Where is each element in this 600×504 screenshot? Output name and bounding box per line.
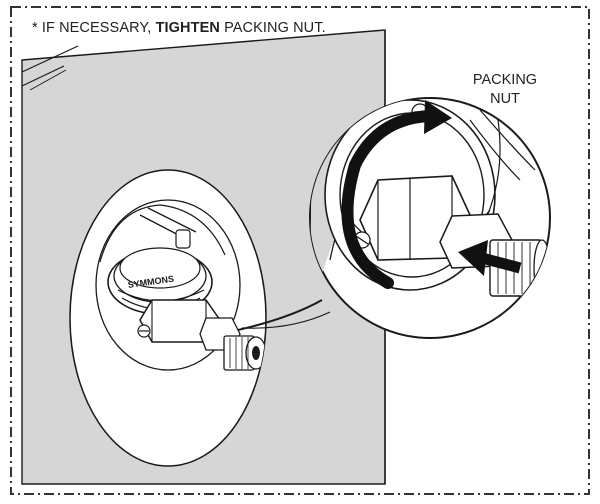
instruction-emphasis: TIGHTEN — [155, 20, 220, 36]
rotation-arrow — [341, 110, 436, 289]
callout-line-1: PACKING — [472, 72, 538, 88]
callout-leader — [487, 119, 501, 215]
packing-nut-callout: PACKING NUT — [460, 71, 550, 109]
push-arrowhead — [458, 240, 488, 276]
callout-line-2: NUT — [490, 91, 520, 107]
push-arrow-shaft — [480, 252, 522, 274]
valve-body-small: SYMMONS — [95, 199, 266, 371]
dashed-border — [10, 6, 590, 495]
tile-edge — [21, 45, 79, 87]
instruction-suffix: PACKING NUT. — [224, 20, 326, 36]
instruction-prefix: * IF NECESSARY, — [32, 20, 152, 36]
magnified-valve — [310, 99, 550, 320]
rotation-arrowhead — [424, 100, 452, 134]
magnifier-connector — [237, 299, 323, 331]
instruction-note: * IF NECESSARY, TIGHTEN PACKING NUT. — [32, 20, 326, 36]
